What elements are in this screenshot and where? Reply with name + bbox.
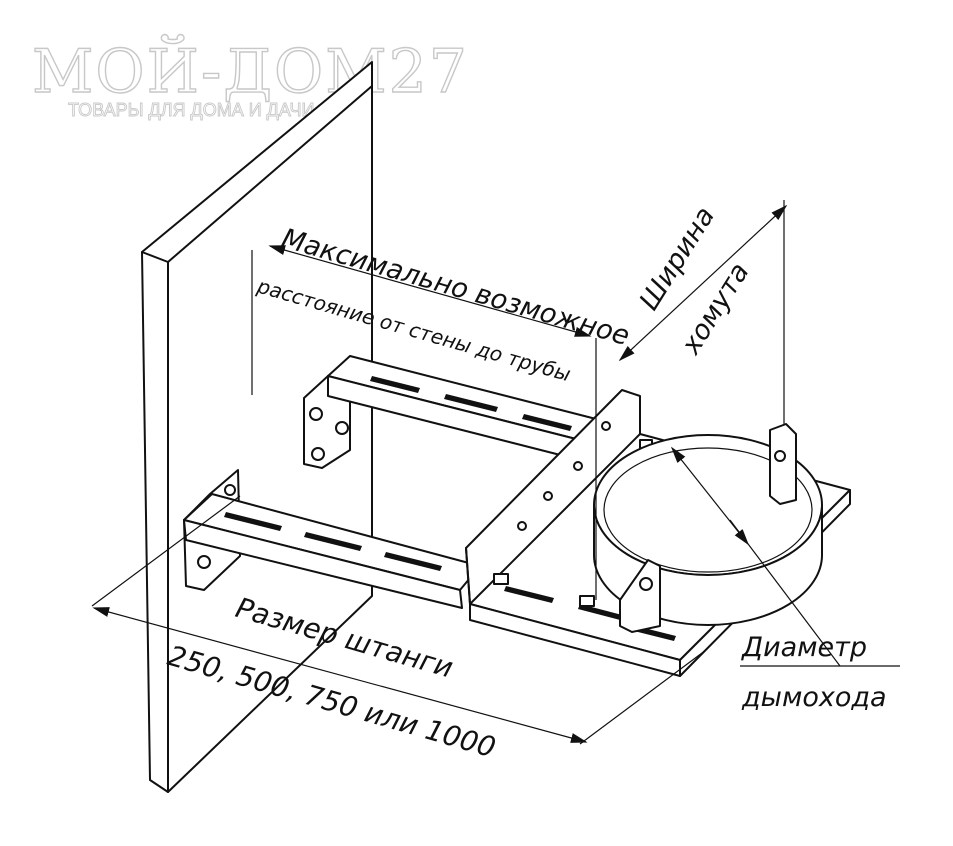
watermark-logo: МОЙ-ДОМ27 ТОВАРЫ ДЛЯ ДОМА И ДАЧИ xyxy=(31,33,469,120)
watermark-subtitle: ТОВАРЫ ДЛЯ ДОМА И ДАЧИ xyxy=(68,100,314,120)
label-clamp-width-line2: хомута xyxy=(675,258,755,361)
lower-arm xyxy=(183,469,481,609)
pipe-clamp xyxy=(593,423,823,633)
watermark-title: МОЙ-ДОМ27 xyxy=(32,34,469,107)
upper-arm xyxy=(303,355,601,469)
dimension-lines xyxy=(91,200,900,745)
label-diameter-line2: дымохода xyxy=(741,682,887,713)
label-diameter-line1: Диаметр xyxy=(741,632,867,663)
